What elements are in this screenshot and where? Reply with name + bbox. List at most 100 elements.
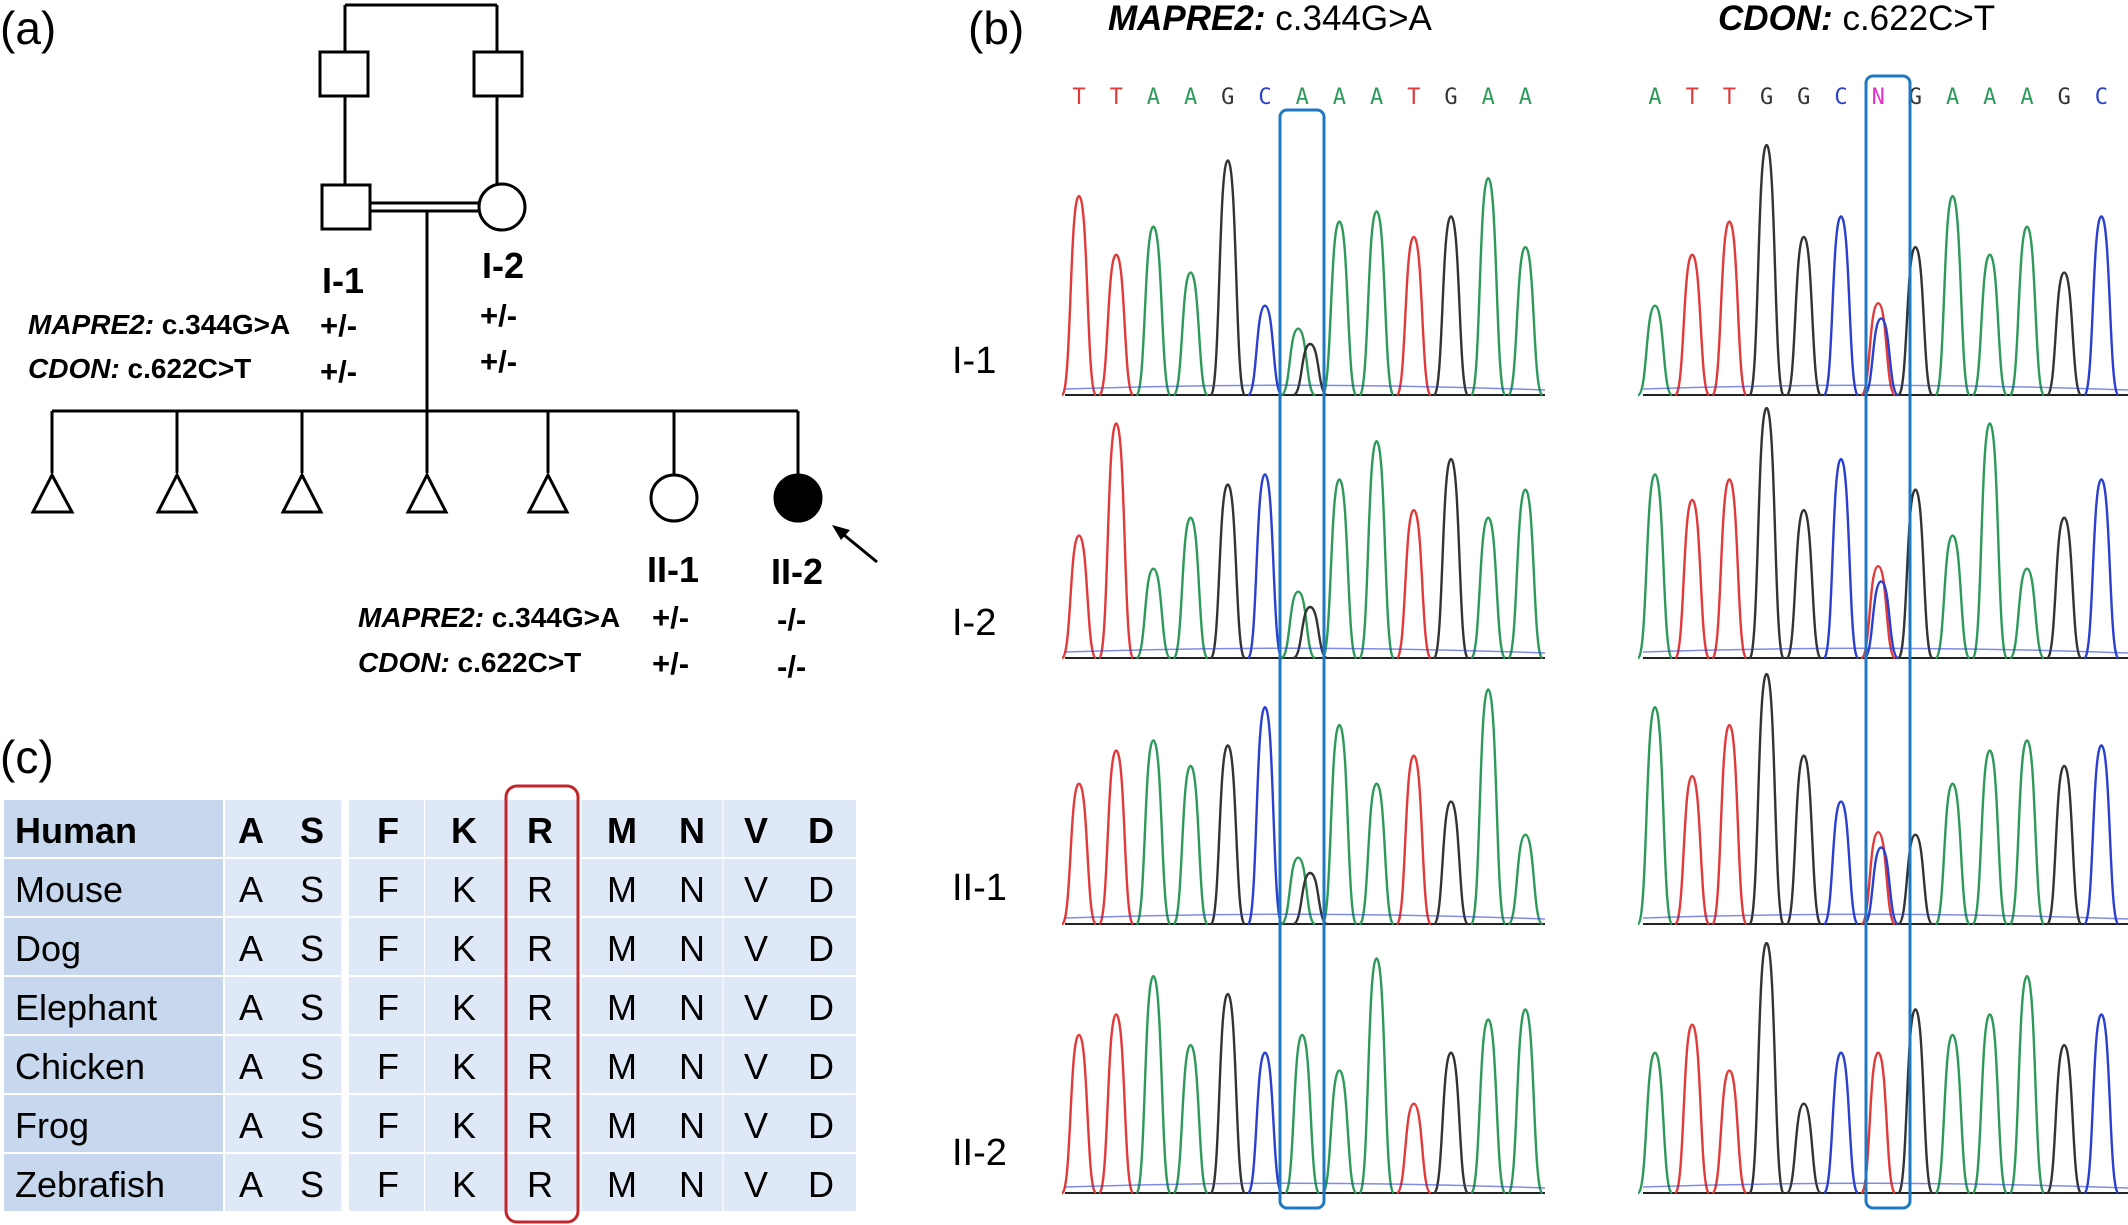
cdon-base-8: A bbox=[1946, 85, 1959, 110]
residue-cell: D bbox=[808, 1164, 834, 1205]
residue-cell: M bbox=[607, 1105, 637, 1146]
residue-cell: A bbox=[239, 869, 263, 910]
residue-cell: F bbox=[377, 1164, 399, 1205]
mapre2-base-5: C bbox=[1258, 85, 1271, 110]
paternal-grandparent bbox=[318, 50, 370, 98]
trace-cdon-II-1 bbox=[1636, 672, 2128, 926]
mapre2-title: MAPRE2: c.344G>A bbox=[1108, 0, 1433, 38]
mother-mapre2-genotype: +/- bbox=[480, 298, 517, 333]
chromatogram-label-II-1: II-1 bbox=[952, 867, 1007, 909]
residue-cell: D bbox=[808, 987, 834, 1028]
residue-cell: R bbox=[527, 1046, 553, 1087]
sister-mapre2-genotype: +/- bbox=[652, 600, 689, 635]
cdon-title: CDON: c.622C>T bbox=[1718, 0, 1995, 38]
residue-cell: K bbox=[452, 869, 476, 910]
mapre2-base-3: A bbox=[1184, 85, 1197, 110]
residue-cell: F bbox=[377, 928, 399, 969]
residue-cell: V bbox=[744, 869, 768, 910]
residue-cell: N bbox=[679, 1046, 705, 1087]
sister-cdon-genotype: +/- bbox=[652, 646, 689, 681]
residue-cell: D bbox=[808, 869, 834, 910]
species-name: Dog bbox=[15, 928, 81, 969]
chromatogram-traces bbox=[1060, 143, 2128, 1195]
proband-cdon-genotype: -/- bbox=[777, 649, 806, 684]
gene-label-mapre2-a2: MAPRE2: c.344G>A bbox=[358, 602, 620, 633]
mapre2-base-9: T bbox=[1407, 85, 1420, 110]
trace-mapre2-I-1 bbox=[1060, 159, 1546, 397]
chromatogram-label-I-1: I-1 bbox=[952, 340, 996, 382]
mother-symbol bbox=[477, 182, 527, 232]
father-symbol bbox=[320, 183, 372, 231]
residue-cell: K bbox=[452, 1105, 476, 1146]
miscarriage-symbol-5 bbox=[526, 471, 570, 514]
residue-cell: N bbox=[679, 928, 705, 969]
cdon-base-2: T bbox=[1723, 85, 1736, 110]
residue-cell: A bbox=[239, 928, 263, 969]
residue-cell: R bbox=[527, 869, 553, 910]
residue-cell: K bbox=[452, 987, 476, 1028]
trace-cdon-II-2 bbox=[1636, 941, 2128, 1195]
residue-cell: N bbox=[679, 987, 705, 1028]
residue-cell: M bbox=[607, 869, 637, 910]
cdon-base-1: T bbox=[1686, 85, 1699, 110]
mapre2-base-8: A bbox=[1370, 85, 1383, 110]
residue-cell: M bbox=[607, 1164, 637, 1205]
trace-cdon-I-2 bbox=[1636, 406, 2128, 660]
residue-cell: K bbox=[452, 1046, 476, 1087]
mother-id: I-2 bbox=[482, 245, 524, 286]
cdon-variant-highlight bbox=[1864, 74, 1912, 1210]
residue-cell: F bbox=[377, 1046, 399, 1087]
mapre2-base-6: A bbox=[1296, 85, 1309, 110]
cdon-base-3: G bbox=[1760, 85, 1773, 110]
residue-cell: V bbox=[744, 1105, 768, 1146]
cdon-base-0: A bbox=[1648, 85, 1661, 110]
miscarriage-symbol-4 bbox=[405, 471, 449, 514]
residue-cell: D bbox=[808, 1046, 834, 1087]
father-id: I-1 bbox=[322, 260, 364, 301]
residue-cell: A bbox=[239, 1046, 263, 1087]
residue-cell: S bbox=[300, 1164, 324, 1205]
residue-cell: M bbox=[607, 987, 637, 1028]
father-mapre2-genotype: +/- bbox=[320, 308, 357, 343]
species-name: Mouse bbox=[15, 869, 123, 910]
residue-cell: V bbox=[744, 987, 768, 1028]
residue-cell: S bbox=[300, 1105, 324, 1146]
panel-a-label: (a) bbox=[0, 2, 56, 54]
cdon-base-6: N bbox=[1872, 85, 1885, 110]
sister-symbol bbox=[649, 473, 699, 523]
maternal-grandparent bbox=[472, 50, 524, 98]
gene-label-cdon-a2: CDON: c.622C>T bbox=[358, 647, 581, 678]
father-cdon-genotype: +/- bbox=[320, 354, 357, 389]
residue-cell: N bbox=[679, 1164, 705, 1205]
chromatogram-label-I-2: I-2 bbox=[952, 602, 996, 644]
residue-cell: V bbox=[744, 1164, 768, 1205]
trace-mapre2-I-2 bbox=[1060, 422, 1546, 660]
residue-cell: R bbox=[527, 1105, 553, 1146]
panel-c-label: (c) bbox=[0, 731, 54, 783]
cdon-base-9: A bbox=[1983, 85, 1996, 110]
conserved-residue-highlight bbox=[504, 784, 580, 1224]
residue-cell: R bbox=[527, 1164, 553, 1205]
residue-cell: F bbox=[377, 869, 399, 910]
residue-cell: N bbox=[679, 1105, 705, 1146]
trace-mapre2-II-1 bbox=[1060, 688, 1546, 926]
cdon-base-12: C bbox=[2095, 85, 2108, 110]
pedigree-panel: (a) bbox=[0, 2, 878, 684]
sister-id: II-1 bbox=[647, 549, 699, 590]
residue-cell: S bbox=[300, 1046, 324, 1087]
residue-cell: R bbox=[527, 810, 553, 851]
mother-cdon-genotype: +/- bbox=[480, 344, 517, 379]
miscarriage-symbol-1 bbox=[30, 471, 75, 514]
residue-cell: A bbox=[239, 987, 263, 1028]
mapre2-base-11: A bbox=[1482, 85, 1495, 110]
miscarriage-symbol-3 bbox=[280, 471, 324, 514]
chromatogram-row-labels: I-1I-2II-1II-2 bbox=[952, 340, 1007, 1174]
residue-cell: N bbox=[679, 810, 705, 851]
